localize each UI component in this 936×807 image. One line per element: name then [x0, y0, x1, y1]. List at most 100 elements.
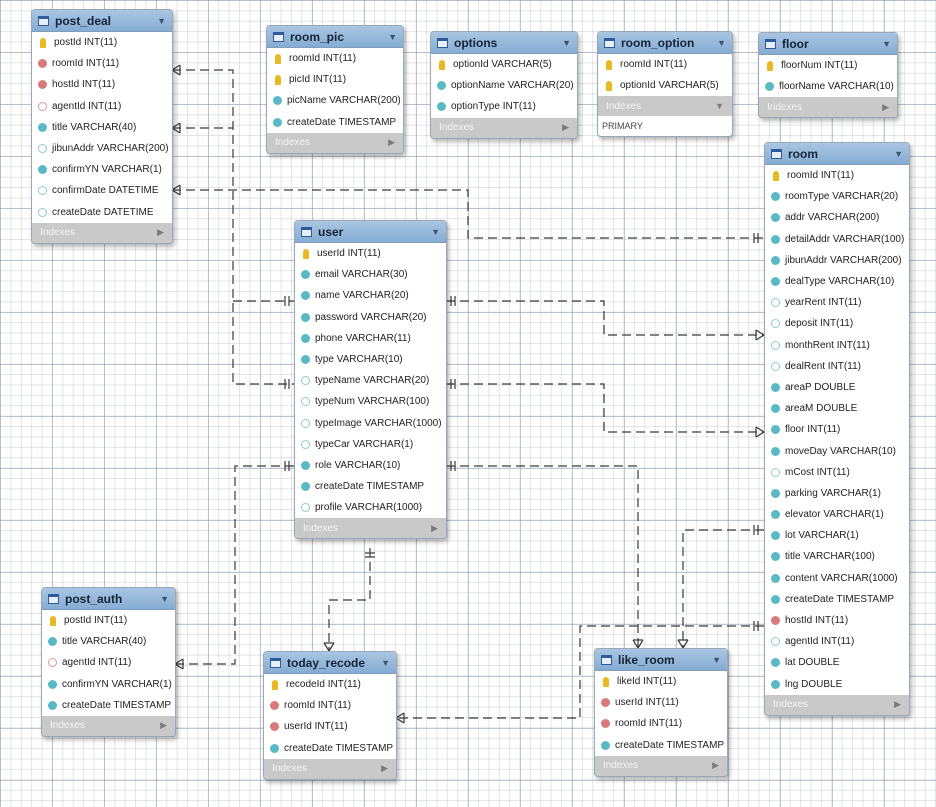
- collapse-arrow-icon[interactable]: ▼: [712, 654, 721, 665]
- column-row[interactable]: roomId INT(11): [32, 53, 172, 74]
- indexes-section[interactable]: Indexes▶: [295, 518, 446, 539]
- column-row[interactable]: title VARCHAR(40): [32, 117, 172, 138]
- column-row[interactable]: yearRent INT(11): [765, 292, 909, 313]
- column-row[interactable]: optionId VARCHAR(5): [598, 75, 732, 96]
- column-row[interactable]: areaP DOUBLE: [765, 377, 909, 398]
- indexes-section[interactable]: Indexes▶: [431, 117, 577, 138]
- column-row[interactable]: elevator VARCHAR(1): [765, 504, 909, 525]
- table-header[interactable]: post_deal▼: [32, 10, 172, 32]
- table-header[interactable]: room_option▼: [598, 32, 732, 54]
- column-row[interactable]: confirmDate DATETIME: [32, 180, 172, 201]
- table-header[interactable]: options▼: [431, 32, 577, 54]
- table-header[interactable]: user▼: [295, 221, 446, 243]
- column-row[interactable]: typeImage VARCHAR(1000): [295, 413, 446, 434]
- collapse-arrow-icon[interactable]: ▼: [157, 15, 166, 26]
- column-row[interactable]: typeNum VARCHAR(100): [295, 391, 446, 412]
- column-row[interactable]: hostId INT(11): [765, 610, 909, 631]
- table-header[interactable]: floor▼: [759, 33, 897, 55]
- table-room-pic[interactable]: room_pic▼roomId INT(11)picId INT(11)picN…: [266, 25, 404, 154]
- column-row[interactable]: deposit INT(11): [765, 313, 909, 334]
- collapse-arrow-icon[interactable]: ▼: [882, 38, 891, 49]
- column-row[interactable]: lat DOUBLE: [765, 652, 909, 673]
- column-row[interactable]: floorName VARCHAR(10): [759, 76, 897, 97]
- table-header[interactable]: room▼: [765, 143, 909, 165]
- table-room[interactable]: room▼roomId INT(11)roomType VARCHAR(20)a…: [764, 142, 910, 716]
- column-row[interactable]: profile VARCHAR(1000): [295, 497, 446, 518]
- table-floor[interactable]: floor▼floorNum INT(11)floorName VARCHAR(…: [758, 32, 898, 119]
- column-row[interactable]: role VARCHAR(10): [295, 455, 446, 476]
- expand-arrow-icon[interactable]: ▶: [894, 699, 901, 710]
- column-row[interactable]: typeCar VARCHAR(1): [295, 434, 446, 455]
- table-header[interactable]: room_pic▼: [267, 26, 403, 48]
- column-row[interactable]: type VARCHAR(10): [295, 349, 446, 370]
- column-row[interactable]: floor INT(11): [765, 419, 909, 440]
- column-row[interactable]: confirmYN VARCHAR(1): [32, 159, 172, 180]
- table-post-deal[interactable]: post_deal▼postId INT(11)roomId INT(11)ho…: [31, 9, 173, 244]
- column-row[interactable]: confirmYN VARCHAR(1): [42, 674, 175, 695]
- indexes-section[interactable]: Indexes▶: [264, 758, 396, 779]
- expand-arrow-icon[interactable]: ▶: [882, 101, 889, 112]
- column-row[interactable]: name VARCHAR(20): [295, 285, 446, 306]
- column-row[interactable]: addr VARCHAR(200): [765, 207, 909, 228]
- indexes-section[interactable]: Indexes▶: [42, 715, 175, 736]
- column-row[interactable]: postId INT(11): [32, 32, 172, 53]
- indexes-section[interactable]: Indexes▶: [32, 222, 172, 243]
- column-row[interactable]: roomId INT(11): [595, 713, 727, 734]
- column-row[interactable]: mCost INT(11): [765, 462, 909, 483]
- column-row[interactable]: picId INT(11): [267, 69, 403, 90]
- column-row[interactable]: createDate TIMESTAMP: [267, 112, 403, 133]
- expand-arrow-icon[interactable]: ▶: [431, 522, 438, 533]
- table-post-auth[interactable]: post_auth▼postId INT(11)title VARCHAR(40…: [41, 587, 176, 737]
- indexes-section[interactable]: Indexes▶: [765, 694, 909, 715]
- collapse-arrow-icon[interactable]: ▼: [562, 37, 571, 48]
- column-row[interactable]: roomType VARCHAR(20): [765, 186, 909, 207]
- column-row[interactable]: monthRent INT(11): [765, 335, 909, 356]
- indexes-section[interactable]: Indexes▶: [595, 755, 727, 776]
- expand-arrow-icon[interactable]: ▶: [157, 227, 164, 238]
- column-row[interactable]: moveDay VARCHAR(10): [765, 440, 909, 461]
- collapse-arrow-icon[interactable]: ▼: [717, 37, 726, 48]
- column-row[interactable]: createDate TIMESTAMP: [765, 589, 909, 610]
- table-like-room[interactable]: like_room▼likeId INT(11)userId INT(11)ro…: [594, 648, 728, 777]
- expand-arrow-icon[interactable]: ▶: [562, 122, 569, 133]
- expand-arrow-icon[interactable]: ▶: [388, 137, 395, 148]
- expand-arrow-icon[interactable]: ▶: [712, 760, 719, 771]
- column-row[interactable]: createDate TIMESTAMP: [42, 695, 175, 716]
- column-row[interactable]: dealType VARCHAR(10): [765, 271, 909, 292]
- column-row[interactable]: phone VARCHAR(11): [295, 328, 446, 349]
- column-row[interactable]: picName VARCHAR(200): [267, 90, 403, 111]
- table-room-option[interactable]: room_option▼roomId INT(11)optionId VARCH…: [597, 31, 733, 138]
- collapse-arrow-icon[interactable]: ▼: [388, 31, 397, 42]
- column-row[interactable]: agentId INT(11): [42, 652, 175, 673]
- column-row[interactable]: roomId INT(11): [765, 165, 909, 186]
- column-row[interactable]: hostId INT(11): [32, 74, 172, 95]
- column-row[interactable]: roomId INT(11): [598, 54, 732, 75]
- column-row[interactable]: optionType INT(11): [431, 96, 577, 117]
- table-options[interactable]: options▼optionId VARCHAR(5)optionName VA…: [430, 31, 578, 139]
- column-row[interactable]: userId INT(11): [595, 692, 727, 713]
- column-row[interactable]: areaM DOUBLE: [765, 398, 909, 419]
- column-row[interactable]: createDate TIMESTAMP: [295, 476, 446, 497]
- table-header[interactable]: today_recode▼: [264, 652, 396, 674]
- column-row[interactable]: password VARCHAR(20): [295, 307, 446, 328]
- column-row[interactable]: postId INT(11): [42, 610, 175, 631]
- column-row[interactable]: recodeId INT(11): [264, 674, 396, 695]
- column-row[interactable]: floorNum INT(11): [759, 55, 897, 76]
- column-row[interactable]: userId INT(11): [295, 243, 446, 264]
- column-row[interactable]: detailAddr VARCHAR(100): [765, 229, 909, 250]
- table-today-recode[interactable]: today_recode▼recodeId INT(11)roomId INT(…: [263, 651, 397, 780]
- column-row[interactable]: typeName VARCHAR(20): [295, 370, 446, 391]
- expand-arrow-icon[interactable]: ▶: [160, 720, 167, 731]
- column-row[interactable]: createDate TIMESTAMP: [264, 738, 396, 759]
- column-row[interactable]: title VARCHAR(40): [42, 631, 175, 652]
- column-row[interactable]: likeId INT(11): [595, 671, 727, 692]
- expand-arrow-icon[interactable]: ▶: [381, 763, 388, 774]
- column-row[interactable]: optionName VARCHAR(20): [431, 75, 577, 96]
- column-row[interactable]: title VARCHAR(100): [765, 546, 909, 567]
- table-header[interactable]: post_auth▼: [42, 588, 175, 610]
- column-row[interactable]: parking VARCHAR(1): [765, 483, 909, 504]
- column-row[interactable]: agentId INT(11): [765, 631, 909, 652]
- column-row[interactable]: createDate TIMESTAMP: [595, 735, 727, 756]
- table-user[interactable]: user▼userId INT(11)email VARCHAR(30)name…: [294, 220, 447, 540]
- indexes-section[interactable]: Indexes▶: [759, 97, 897, 118]
